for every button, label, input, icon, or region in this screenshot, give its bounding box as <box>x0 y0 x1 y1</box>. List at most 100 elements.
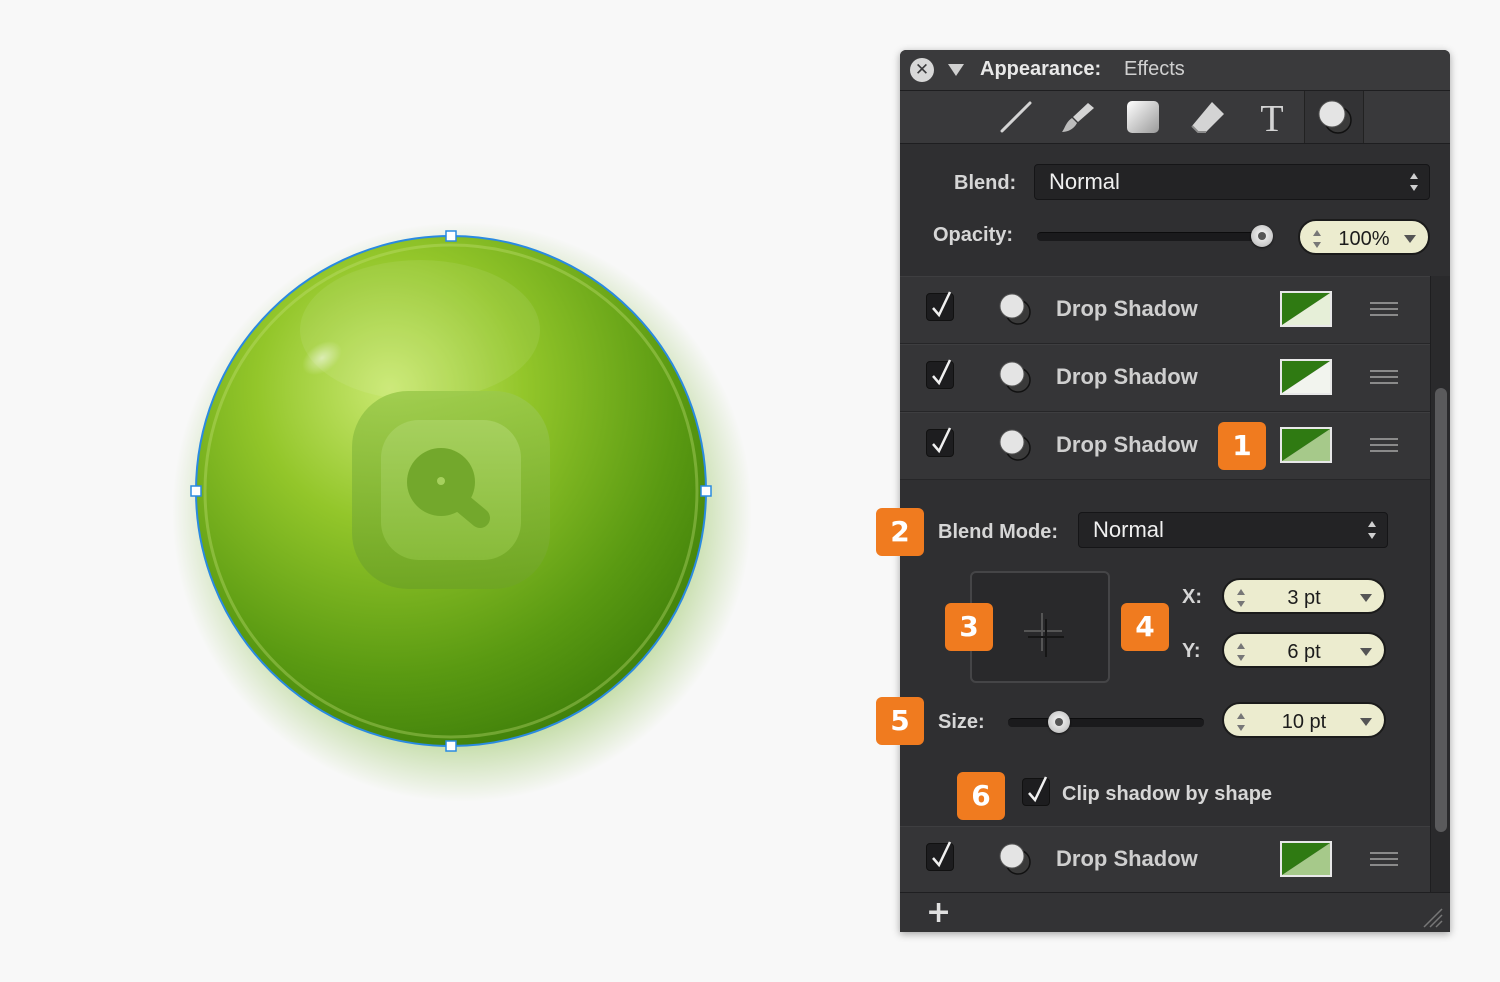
y-label: Y: <box>1182 640 1201 662</box>
effect-label: Drop Shadow <box>1056 296 1198 321</box>
effect-row[interactable]: Drop Shadow <box>900 344 1430 413</box>
checkmark-icon <box>932 291 952 318</box>
appearance-toolbar: T <box>900 91 1450 144</box>
selection-handle-bottom[interactable] <box>445 740 457 752</box>
stepper-arrows-icon[interactable] <box>1236 641 1246 663</box>
effect-row[interactable]: Drop Shadow <box>900 276 1430 345</box>
dropdown-arrow-icon[interactable] <box>1360 718 1372 726</box>
checkmark-icon <box>1028 776 1048 803</box>
drop-shadow-icon <box>999 429 1031 461</box>
clip-shadow-checkbox[interactable] <box>1022 776 1050 806</box>
x-label: X: <box>1182 586 1202 608</box>
effect-checkbox[interactable] <box>926 427 954 457</box>
drag-handle-icon[interactable] <box>1370 370 1398 384</box>
callout-badge-5: 5 <box>876 697 924 745</box>
size-slider-knob[interactable] <box>1048 711 1071 733</box>
canvas[interactable] <box>0 0 880 982</box>
effect-label: Drop Shadow <box>1056 432 1198 457</box>
opacity-stepper[interactable]: 100% <box>1298 219 1430 255</box>
x-offset-stepper[interactable]: 3 pt <box>1222 578 1386 614</box>
stepper-arrows-icon[interactable] <box>1312 228 1322 250</box>
effect-checkbox[interactable] <box>926 291 954 321</box>
brush-icon[interactable] <box>1058 98 1098 136</box>
callout-badge-4: 4 <box>1121 603 1169 651</box>
effects-icon[interactable] <box>1316 98 1356 136</box>
checkmark-icon <box>932 841 952 868</box>
selection-handle-top[interactable] <box>445 230 457 242</box>
size-value: 10 pt <box>1281 711 1327 733</box>
y-offset-value: 6 pt <box>1287 641 1321 663</box>
panel-section: Effects <box>1124 58 1185 80</box>
size-stepper[interactable]: 10 pt <box>1222 702 1386 738</box>
effect-checkbox[interactable] <box>926 359 954 389</box>
stepper-arrows-icon[interactable] <box>1236 587 1246 609</box>
dropdown-arrow-icon[interactable] <box>1404 235 1416 243</box>
drag-handle-icon[interactable] <box>1370 302 1398 316</box>
magnifier-dot <box>437 477 445 485</box>
drop-shadow-icon <box>999 293 1031 325</box>
effect-label: Drop Shadow <box>1056 846 1198 871</box>
scrollbar-thumb[interactable] <box>1435 388 1447 832</box>
blend-mode-select[interactable]: Normal <box>1078 512 1388 548</box>
shadow-color-swatch[interactable] <box>1280 841 1332 877</box>
crosshair-icon <box>1024 613 1064 657</box>
size-label: Size: <box>938 711 985 733</box>
shadow-color-swatch[interactable] <box>1280 291 1332 327</box>
eraser-icon[interactable] <box>1188 98 1228 136</box>
opacity-value: 100% <box>1338 228 1390 250</box>
panel-title: Appearance: <box>980 58 1102 80</box>
callout-badge-6: 6 <box>957 772 1005 820</box>
dropdown-arrow-icon[interactable] <box>1360 648 1372 656</box>
magnifier-handle <box>452 493 490 528</box>
drop-shadow-icon <box>999 843 1031 875</box>
panel-bottom-bar: + <box>900 892 1450 932</box>
blend-select[interactable]: Normal <box>1034 164 1430 200</box>
add-effect-button[interactable]: + <box>926 895 952 930</box>
ball-gloss <box>300 260 540 400</box>
blend-label: Blend: <box>954 172 1017 194</box>
callout-badge-1: 1 <box>1218 422 1266 470</box>
appearance-panel: ✕ Appearance: Effects T Blend: Normal Op… <box>900 50 1450 932</box>
drag-handle-icon[interactable] <box>1370 438 1398 452</box>
ball-highlight <box>302 340 342 376</box>
size-slider[interactable] <box>1008 718 1204 727</box>
effect-row-selected[interactable]: Drop Shadow <box>900 412 1430 481</box>
drop-shadow-settings: Blend Mode: Normal X: 3 pt Y: 6 pt Size: <box>900 480 1430 826</box>
x-offset-value: 3 pt <box>1287 587 1321 609</box>
y-offset-stepper[interactable]: 6 pt <box>1222 632 1386 668</box>
clip-shadow-label: Clip shadow by shape <box>1062 783 1273 805</box>
resize-grip-icon[interactable] <box>1420 905 1444 929</box>
panel-titlebar: ✕ Appearance: Effects <box>900 50 1450 91</box>
effect-label: Drop Shadow <box>1056 364 1198 389</box>
stroke-icon[interactable] <box>996 98 1036 136</box>
fill-icon[interactable] <box>1122 98 1162 136</box>
panel-scrollbar[interactable] <box>1430 276 1450 892</box>
opacity-slider[interactable] <box>1037 232 1273 241</box>
ball-rim <box>203 243 699 739</box>
shadow-color-swatch[interactable] <box>1280 359 1332 395</box>
opacity-label: Opacity: <box>933 224 1014 246</box>
updown-arrows-icon <box>1368 521 1376 539</box>
artwork <box>172 222 752 802</box>
blend-value: Normal <box>1049 169 1120 194</box>
callout-badge-2-overlay: 2 <box>876 508 924 556</box>
blend-mode-label: Blend Mode: <box>938 521 1058 543</box>
opacity-slider-knob[interactable] <box>1251 225 1273 247</box>
updown-arrows-icon <box>1410 173 1418 191</box>
checkmark-icon <box>932 359 952 386</box>
effect-checkbox[interactable] <box>926 841 954 871</box>
text-icon[interactable]: T <box>1252 98 1292 136</box>
collapse-triangle-icon[interactable] <box>948 64 964 76</box>
drag-handle-icon[interactable] <box>1370 852 1398 866</box>
stepper-arrows-icon[interactable] <box>1236 711 1246 733</box>
svg-text:T: T <box>1260 98 1283 136</box>
drop-shadow-icon <box>999 361 1031 393</box>
callout-badge-3: 3 <box>945 603 993 651</box>
close-icon[interactable]: ✕ <box>910 58 934 82</box>
shadow-color-swatch[interactable] <box>1280 427 1332 463</box>
effect-row[interactable]: Drop Shadow <box>900 826 1430 895</box>
checkmark-icon <box>932 427 952 454</box>
dropdown-arrow-icon[interactable] <box>1360 594 1372 602</box>
selection-handle-left[interactable] <box>190 485 202 497</box>
selection-handle-right[interactable] <box>700 485 712 497</box>
